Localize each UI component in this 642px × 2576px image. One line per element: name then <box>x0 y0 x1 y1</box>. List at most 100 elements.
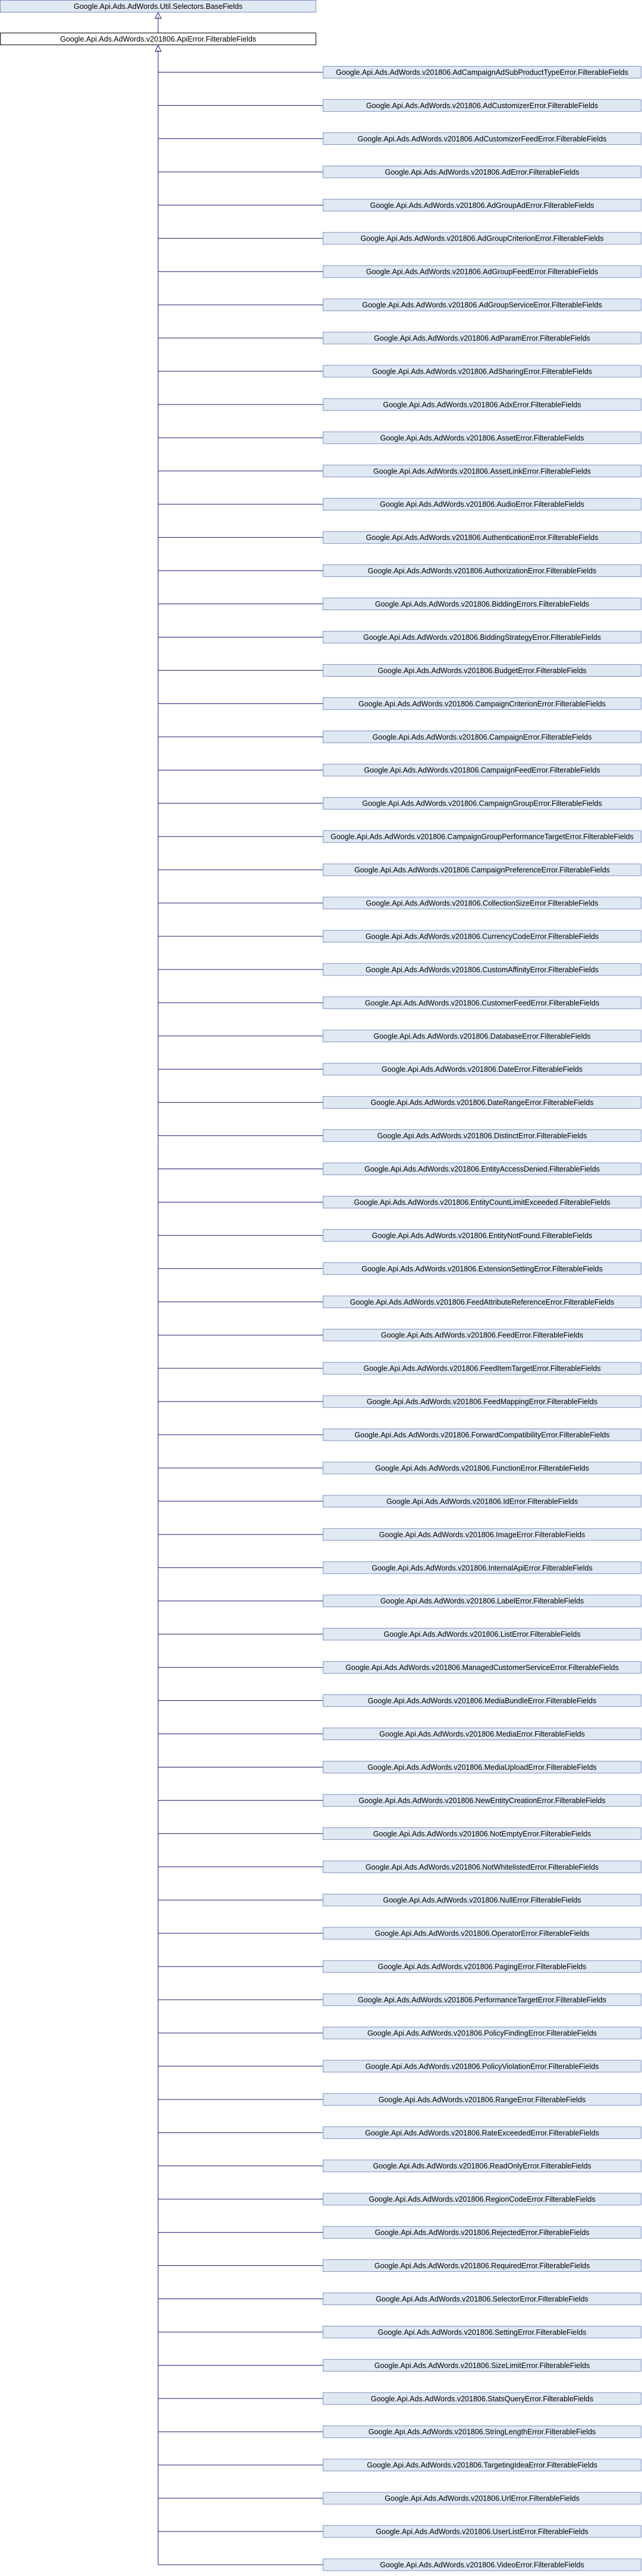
derived-class-label: Google.Api.Ads.AdWords.v201806.BiddingEr… <box>375 600 589 608</box>
derived-class-node[interactable]: Google.Api.Ads.AdWords.v201806.AssetLink… <box>323 465 641 478</box>
derived-class-box <box>323 1728 641 1740</box>
derived-class-node[interactable]: Google.Api.Ads.AdWords.v201806.AdGroupFe… <box>323 265 641 278</box>
derived-class-node[interactable]: Google.Api.Ads.AdWords.v201806.Performan… <box>323 1993 641 2006</box>
derived-class-node[interactable]: Google.Api.Ads.AdWords.v201806.SettingEr… <box>323 2325 641 2338</box>
derived-class-box <box>323 465 641 478</box>
derived-class-node[interactable]: Google.Api.Ads.AdWords.v201806.Authoriza… <box>323 564 641 577</box>
derived-class-node[interactable]: Google.Api.Ads.AdWords.v201806.ListError… <box>323 1628 641 1641</box>
derived-class-node[interactable]: Google.Api.Ads.AdWords.v201806.InternalA… <box>323 1561 641 1574</box>
derived-class-node[interactable]: Google.Api.Ads.AdWords.v201806.RateExcee… <box>323 2126 641 2139</box>
derived-class-node[interactable]: Google.Api.Ads.AdWords.v201806.CampaignP… <box>323 863 641 876</box>
derived-class-node[interactable]: Google.Api.Ads.AdWords.v201806.CustomerF… <box>323 996 641 1009</box>
derived-class-node[interactable]: Google.Api.Ads.AdWords.v201806.DateError… <box>323 1063 641 1076</box>
derived-class-node[interactable]: Google.Api.Ads.AdWords.v201806.MediaUplo… <box>323 1760 641 1773</box>
derived-class-node[interactable]: Google.Api.Ads.AdWords.v201806.StatsQuer… <box>323 2392 641 2405</box>
derived-class-node[interactable]: Google.Api.Ads.AdWords.v201806.EntityAcc… <box>323 1163 641 1176</box>
derived-class-node[interactable]: Google.Api.Ads.AdWords.v201806.OperatorE… <box>323 1927 641 1940</box>
derived-class-label: Google.Api.Ads.AdWords.v201806.AssetErro… <box>380 434 584 442</box>
derived-class-node[interactable]: Google.Api.Ads.AdWords.v201806.PolicyFin… <box>323 2026 641 2040</box>
derived-class-node[interactable]: Google.Api.Ads.AdWords.v201806.CurrencyC… <box>323 930 641 943</box>
derived-class-node[interactable]: Google.Api.Ads.AdWords.v201806.AdGroupSe… <box>323 298 641 311</box>
derived-class-node[interactable]: Google.Api.Ads.AdWords.v201806.FunctionE… <box>323 1461 641 1475</box>
derived-class-node[interactable]: Google.Api.Ads.AdWords.v201806.BudgetErr… <box>323 664 641 677</box>
derived-class-node[interactable]: Google.Api.Ads.AdWords.v201806.AssetErro… <box>323 431 641 444</box>
derived-class-node[interactable]: Google.Api.Ads.AdWords.v201806.Authentic… <box>323 531 641 544</box>
base-class-node[interactable]: Google.Api.Ads.AdWords.Util.Selectors.Ba… <box>0 0 316 12</box>
derived-class-box <box>323 232 641 245</box>
derived-class-node[interactable]: Google.Api.Ads.AdWords.v201806.Extension… <box>323 1262 641 1275</box>
derived-class-node[interactable]: Google.Api.Ads.AdWords.v201806.NullError… <box>323 1893 641 1906</box>
derived-class-node[interactable]: Google.Api.Ads.AdWords.v201806.AudioErro… <box>323 498 641 511</box>
derived-class-node[interactable]: Google.Api.Ads.AdWords.v201806.RequiredE… <box>323 2259 641 2272</box>
derived-class-label: Google.Api.Ads.AdWords.v201806.ReadOnlyE… <box>373 2162 591 2170</box>
derived-class-label: Google.Api.Ads.AdWords.v201806.AdCustomi… <box>366 102 598 110</box>
derived-class-box <box>323 165 641 178</box>
derived-class-node[interactable]: Google.Api.Ads.AdWords.v201806.IdError.F… <box>323 1495 641 1508</box>
derived-class-node[interactable]: Google.Api.Ads.AdWords.v201806.AdxError.… <box>323 398 641 411</box>
derived-class-node[interactable]: Google.Api.Ads.AdWords.v201806.RangeErro… <box>323 2093 641 2106</box>
derived-class-node[interactable]: Google.Api.Ads.AdWords.v201806.RegionCod… <box>323 2193 641 2206</box>
derived-class-box <box>323 498 641 511</box>
derived-class-node[interactable]: Google.Api.Ads.AdWords.v201806.AdGroupAd… <box>323 198 641 211</box>
derived-class-node[interactable]: Google.Api.Ads.AdWords.v201806.MediaBund… <box>323 1694 641 1707</box>
derived-class-node[interactable]: Google.Api.Ads.AdWords.v201806.ImageErro… <box>323 1528 641 1541</box>
derived-class-label: Google.Api.Ads.AdWords.v201806.ListError… <box>383 1630 580 1639</box>
derived-class-node[interactable]: Google.Api.Ads.AdWords.v201806.LabelErro… <box>323 1595 641 1608</box>
derived-class-node[interactable]: Google.Api.Ads.AdWords.v201806.VideoErro… <box>323 2558 641 2571</box>
derived-class-node[interactable]: Google.Api.Ads.AdWords.v201806.FeedMappi… <box>323 1395 641 1408</box>
derived-class-node[interactable]: Google.Api.Ads.AdWords.v201806.AdCampaig… <box>323 66 641 78</box>
derived-class-box <box>323 664 641 677</box>
derived-class-node[interactable]: Google.Api.Ads.AdWords.v201806.CampaignG… <box>323 830 641 843</box>
derived-class-node[interactable]: Google.Api.Ads.AdWords.v201806.FeedError… <box>323 1328 641 1341</box>
derived-class-node[interactable]: Google.Api.Ads.AdWords.v201806.PagingErr… <box>323 1960 641 1973</box>
focus-class-label: Google.Api.Ads.AdWords.v201806.ApiError.… <box>60 35 256 43</box>
derived-class-node[interactable]: Google.Api.Ads.AdWords.v201806.DistinctE… <box>323 1129 641 1142</box>
derived-class-box <box>323 2359 641 2372</box>
derived-class-node[interactable]: Google.Api.Ads.AdWords.v201806.AdGroupCr… <box>323 232 641 245</box>
derived-class-node[interactable]: Google.Api.Ads.AdWords.v201806.CampaignE… <box>323 730 641 743</box>
derived-class-node[interactable]: Google.Api.Ads.AdWords.v201806.NotEmptyE… <box>323 1827 641 1840</box>
derived-class-node[interactable]: Google.Api.Ads.AdWords.v201806.Collectio… <box>323 896 641 910</box>
derived-class-node[interactable]: Google.Api.Ads.AdWords.v201806.CampaignF… <box>323 763 641 776</box>
derived-class-box <box>323 1893 641 1906</box>
derived-class-node[interactable]: Google.Api.Ads.AdWords.v201806.NewEntity… <box>323 1794 641 1807</box>
derived-class-node[interactable]: Google.Api.Ads.AdWords.v201806.AdParamEr… <box>323 332 641 345</box>
derived-class-node[interactable]: Google.Api.Ads.AdWords.v201806.CampaignG… <box>323 797 641 810</box>
derived-class-node[interactable]: Google.Api.Ads.AdWords.v201806.SizeLimit… <box>323 2359 641 2372</box>
derived-class-node[interactable]: Google.Api.Ads.AdWords.v201806.CustomAff… <box>323 963 641 976</box>
derived-class-node[interactable]: Google.Api.Ads.AdWords.v201806.UrlError.… <box>323 2492 641 2505</box>
derived-class-node[interactable]: Google.Api.Ads.AdWords.v201806.SelectorE… <box>323 2292 641 2305</box>
derived-class-node[interactable]: Google.Api.Ads.AdWords.v201806.AdSharing… <box>323 365 641 378</box>
derived-class-label: Google.Api.Ads.AdWords.v201806.FunctionE… <box>375 1464 589 1472</box>
derived-class-node[interactable]: Google.Api.Ads.AdWords.v201806.EntityCou… <box>323 1195 641 1208</box>
derived-class-label: Google.Api.Ads.AdWords.v201806.NotWhitel… <box>366 1863 599 1871</box>
derived-class-node[interactable]: Google.Api.Ads.AdWords.v201806.FeedAttri… <box>323 1295 641 1308</box>
derived-class-node[interactable]: Google.Api.Ads.AdWords.v201806.PolicyVio… <box>323 2060 641 2073</box>
derived-class-box <box>323 531 641 544</box>
derived-class-node[interactable]: Google.Api.Ads.AdWords.v201806.AdCustomi… <box>323 132 641 145</box>
derived-class-node[interactable]: Google.Api.Ads.AdWords.v201806.FeedItemT… <box>323 1362 641 1375</box>
derived-class-node[interactable]: Google.Api.Ads.AdWords.v201806.AdCustomi… <box>323 99 641 112</box>
derived-class-node[interactable]: Google.Api.Ads.AdWords.v201806.ManagedCu… <box>323 1661 641 1674</box>
derived-class-node[interactable]: Google.Api.Ads.AdWords.v201806.DatabaseE… <box>323 1030 641 1043</box>
derived-class-node[interactable]: Google.Api.Ads.AdWords.v201806.NotWhitel… <box>323 1860 641 1873</box>
derived-class-node[interactable]: Google.Api.Ads.AdWords.v201806.RejectedE… <box>323 2226 641 2239</box>
derived-class-label: Google.Api.Ads.AdWords.v201806.BiddingSt… <box>363 633 601 642</box>
derived-class-node[interactable]: Google.Api.Ads.AdWords.v201806.Targeting… <box>323 2458 641 2471</box>
derived-class-node[interactable]: Google.Api.Ads.AdWords.v201806.MediaErro… <box>323 1728 641 1740</box>
derived-class-label: Google.Api.Ads.AdWords.v201806.AdCampaig… <box>336 68 628 77</box>
derived-class-label: Google.Api.Ads.AdWords.v201806.BudgetErr… <box>377 667 586 675</box>
derived-class-node[interactable]: Google.Api.Ads.AdWords.v201806.ReadOnlyE… <box>323 2160 641 2173</box>
derived-class-box <box>323 2425 641 2438</box>
derived-class-node[interactable]: Google.Api.Ads.AdWords.v201806.UserListE… <box>323 2525 641 2538</box>
derived-class-node[interactable]: Google.Api.Ads.AdWords.v201806.DateRange… <box>323 1096 641 1109</box>
derived-class-node[interactable]: Google.Api.Ads.AdWords.v201806.CampaignC… <box>323 697 641 710</box>
derived-class-box <box>323 730 641 743</box>
derived-class-box <box>323 2558 641 2571</box>
derived-class-node[interactable]: Google.Api.Ads.AdWords.v201806.AdError.F… <box>323 165 641 178</box>
derived-class-node[interactable]: Google.Api.Ads.AdWords.v201806.StringLen… <box>323 2425 641 2438</box>
derived-class-node[interactable]: Google.Api.Ads.AdWords.v201806.EntityNot… <box>323 1229 641 1242</box>
derived-class-node[interactable]: Google.Api.Ads.AdWords.v201806.ForwardCo… <box>323 1428 641 1441</box>
derived-class-node[interactable]: Google.Api.Ads.AdWords.v201806.BiddingEr… <box>323 598 641 611</box>
derived-class-node[interactable]: Google.Api.Ads.AdWords.v201806.BiddingSt… <box>323 630 641 643</box>
